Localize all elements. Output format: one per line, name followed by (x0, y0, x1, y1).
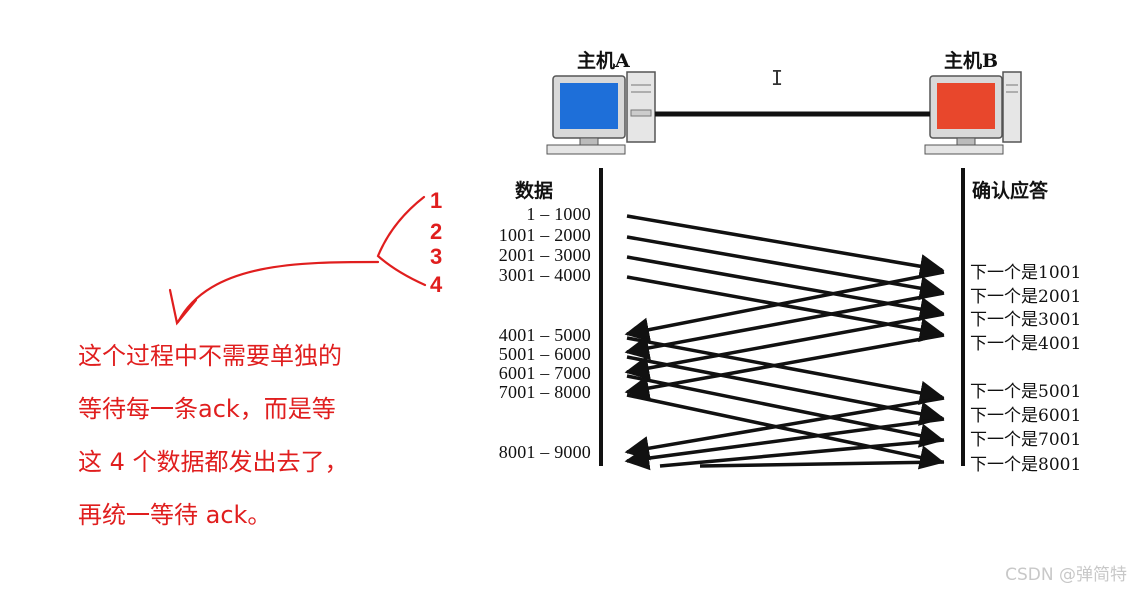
note-line: 等待每一条ack，而是等 (78, 383, 418, 436)
segment-label: 4001 – 5000 (461, 325, 591, 346)
ack-label: 下一个是6001 (970, 401, 1081, 426)
segment-label: 6001 – 7000 (461, 363, 591, 384)
annotation-number: 4 (430, 272, 442, 298)
host-a-computer-icon (547, 72, 655, 154)
segment-label: 7001 – 8000 (461, 382, 591, 403)
note-line: 这个过程中不需要单独的 (78, 330, 418, 383)
segment-label: 2001 – 3000 (461, 245, 591, 266)
ack-label: 下一个是1001 (970, 258, 1081, 283)
annotation-bracket (378, 197, 425, 285)
note-line: 这 4 个数据都发出去了， (78, 436, 418, 489)
host-b-computer-icon (925, 72, 1021, 154)
host-b-label: 主机B (944, 46, 998, 73)
annotation-number: 1 (430, 188, 442, 214)
ack-label: 下一个是7001 (970, 425, 1081, 450)
ack-label: 下一个是4001 (970, 329, 1081, 354)
annotation-curve (178, 262, 378, 322)
data-column-header: 数据 (515, 176, 553, 203)
ack-label: 下一个是3001 (970, 305, 1081, 330)
data-arrow-1 (627, 216, 942, 270)
note-line: 再统一等待 ack。 (78, 489, 418, 542)
ack-column-header: 确认应答 (972, 176, 1048, 203)
annotation-arrowhead (170, 290, 196, 323)
annotation-number: 2 (430, 219, 442, 245)
segment-label: 1001 – 2000 (461, 225, 591, 246)
ack-label: 下一个是8001 (970, 450, 1081, 475)
annotation-strokes (170, 197, 425, 323)
watermark: CSDN @弹简特 (1005, 560, 1127, 585)
ack-arrow-8 (700, 462, 944, 466)
segment-label: 3001 – 4000 (461, 265, 591, 286)
text-cursor-icon: I (771, 66, 783, 90)
segment-label: 8001 – 9000 (461, 442, 591, 463)
host-a-label: 主机A (577, 46, 630, 73)
ack-label: 下一个是5001 (970, 377, 1081, 402)
segment-label: 1 – 1000 (461, 204, 591, 225)
annotation-number: 3 (430, 244, 442, 270)
ack-label: 下一个是2001 (970, 282, 1081, 307)
segment-label: 5001 – 6000 (461, 344, 591, 365)
annotation-note: 这个过程中不需要单独的 等待每一条ack，而是等 这 4 个数据都发出去了， 再… (78, 330, 418, 542)
